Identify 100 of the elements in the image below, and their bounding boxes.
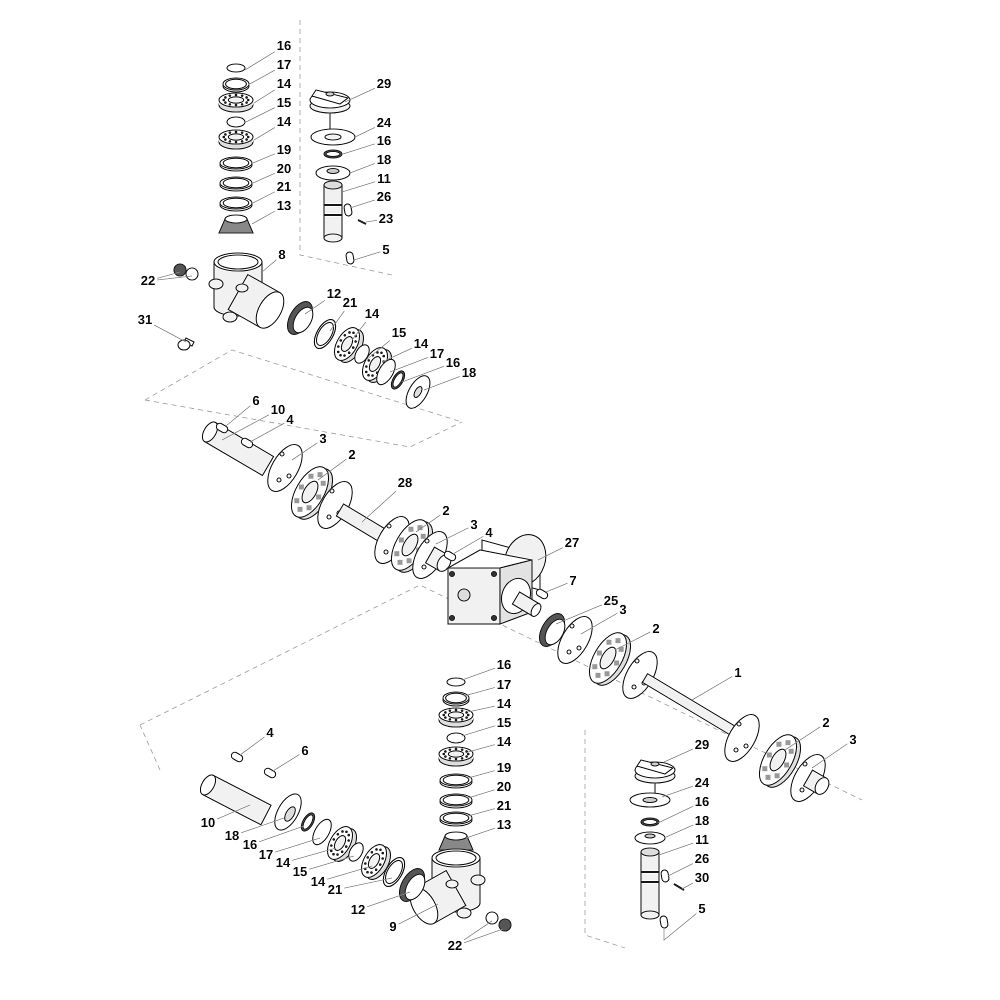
leader-line (354, 251, 381, 260)
leader-line (462, 668, 496, 680)
callout-number: 22 (140, 274, 156, 288)
callout-number: 1 (734, 666, 742, 680)
callout-number: 19 (496, 761, 512, 775)
callout-number: 2 (348, 448, 356, 462)
callout-number: 24 (376, 116, 392, 130)
leader-line (468, 706, 496, 712)
callout-number: 16 (446, 356, 460, 370)
callout-number: 31 (138, 313, 152, 327)
callout-number: 18 (376, 153, 392, 167)
leader-line (538, 547, 564, 560)
leader-line (658, 842, 694, 856)
callout-number: 24 (694, 776, 710, 790)
callout-number: 29 (376, 77, 392, 91)
leader-line (546, 582, 568, 592)
callout-number: 14 (310, 875, 326, 889)
leader-line (664, 748, 694, 762)
leader-line (342, 181, 376, 192)
callout-number: 4 (266, 726, 274, 740)
callout-number: 6 (252, 394, 260, 408)
callout-number: 29 (694, 738, 710, 752)
callout-number: 21 (276, 180, 292, 194)
callout-number: 18 (462, 366, 476, 380)
leader-line (248, 70, 276, 86)
callout-number: 15 (292, 865, 308, 879)
callout-number: 14 (276, 115, 292, 129)
callout-number: 30 (694, 871, 710, 885)
callout-number: 20 (496, 780, 512, 794)
leader-line (452, 536, 484, 554)
callout-number: 18 (694, 814, 710, 828)
leader-line (664, 824, 694, 838)
leader-line (658, 806, 694, 824)
leader-line (662, 786, 694, 798)
callout-number: 15 (276, 96, 292, 110)
callout-number: 10 (200, 816, 216, 830)
leader-line (468, 789, 496, 798)
leader-line (468, 808, 496, 816)
callout-number: 22 (448, 939, 462, 953)
callout-number: 19 (276, 143, 292, 157)
leader-line (258, 826, 304, 842)
leader-line (366, 220, 378, 222)
callout-number: 14 (414, 337, 428, 351)
leader-line (156, 276, 192, 280)
leader-line (580, 612, 618, 634)
callout-number: 7 (569, 574, 577, 588)
leader-line (252, 154, 276, 164)
callout-number: 16 (276, 39, 292, 53)
leader-line (614, 632, 651, 650)
leader-line (784, 726, 821, 750)
callout-number: 14 (496, 697, 512, 711)
leader-line (382, 348, 412, 362)
leader-line (262, 259, 277, 272)
leader-line (350, 163, 376, 174)
callout-number: 2 (652, 622, 660, 636)
leader-line (240, 818, 284, 834)
callout-number: 21 (496, 799, 512, 813)
callout-number: 3 (619, 603, 627, 617)
leader-line (354, 127, 376, 138)
leader-line (252, 191, 276, 204)
leader-line (664, 913, 697, 941)
callout-number: 11 (695, 833, 709, 847)
callout-number: 16 (496, 658, 512, 672)
leader-line (330, 310, 345, 332)
leader-line (254, 89, 276, 104)
callout-number: 16 (376, 134, 392, 148)
callout-number: 17 (276, 58, 292, 72)
leader-line (366, 340, 390, 360)
callout-number: 2 (442, 504, 450, 518)
leader-line (216, 804, 250, 820)
leader-line (308, 856, 354, 870)
leader-line (398, 904, 438, 924)
leader-line (366, 892, 410, 908)
leader-line (240, 736, 265, 756)
leader-line (154, 324, 186, 342)
callout-number: 28 (398, 476, 412, 490)
leader-line (352, 322, 366, 340)
leader-line (416, 514, 441, 532)
callout-number: 2 (822, 716, 830, 730)
callout-number: 21 (328, 883, 342, 897)
callout-number: 11 (377, 172, 391, 186)
leader-line (226, 405, 251, 426)
leader-line (292, 442, 318, 460)
callout-number: 3 (319, 432, 327, 446)
callout-number: 12 (350, 903, 366, 917)
leader-line (326, 866, 372, 880)
leader-line (254, 127, 276, 140)
callout-number: 16 (242, 838, 258, 852)
callout-number: 14 (364, 307, 380, 321)
leader-line (156, 272, 180, 279)
callout-number: 17 (430, 347, 444, 361)
callout-number: 23 (378, 212, 394, 226)
leader-line (244, 51, 276, 70)
leader-line (252, 172, 276, 184)
callout-number: 27 (564, 536, 580, 550)
callout-number: 3 (470, 518, 478, 532)
callout-number: 25 (604, 594, 618, 608)
leader-line (292, 848, 336, 861)
leader-line (466, 828, 496, 838)
leader-line (274, 838, 320, 852)
